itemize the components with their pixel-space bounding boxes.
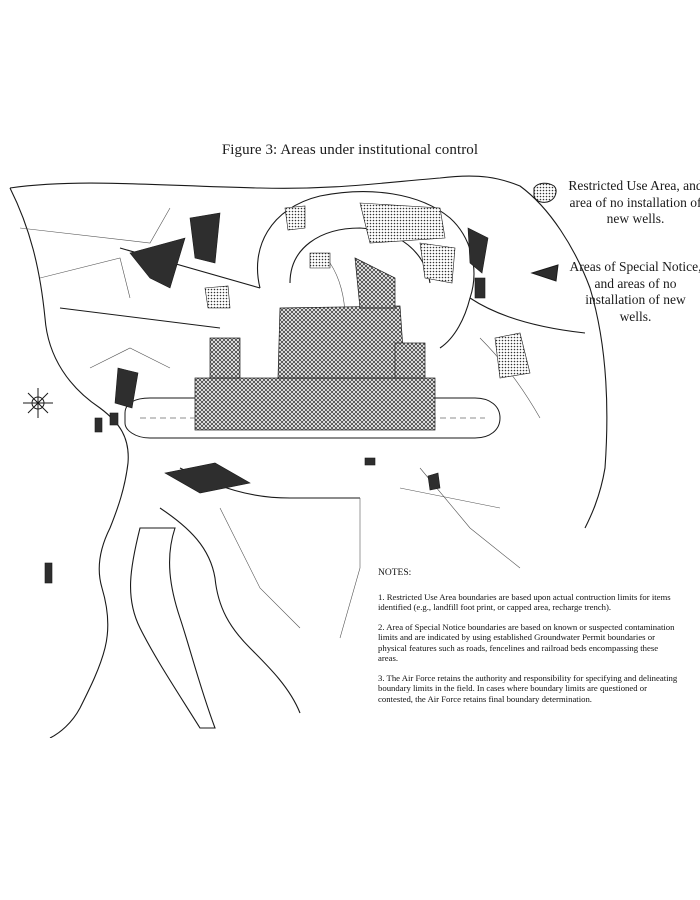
notes-heading: NOTES:: [378, 568, 412, 578]
western-coastline: [9, 187, 129, 738]
note-item-3: 3. The Air Force retains the authority a…: [378, 672, 678, 704]
notes-block: NOTES: 1. Restricted Use Area boundaries…: [378, 568, 678, 713]
secondary-shore: [159, 507, 301, 714]
site-map: [9, 175, 608, 738]
inner-ring-road: [256, 191, 475, 349]
northern-boundary-road: [9, 175, 608, 529]
note-item-1: 1. Restricted Use Area boundaries are ba…: [378, 591, 671, 613]
special-notice-areas: [44, 212, 489, 584]
figure-title: Figure 3: Areas under institutional cont…: [221, 142, 479, 158]
legend-text-special-notice: Areas of Special Notice, and areas of no…: [569, 259, 700, 324]
east-road: [469, 297, 586, 334]
building-clusters: [204, 202, 531, 379]
note-item-2: 2. Area of Special Notice boundaries are…: [378, 621, 675, 664]
dotted-hatch-shape-icon: [533, 182, 557, 203]
inner-arc: [289, 227, 431, 284]
compass-rose-icon: [23, 388, 53, 418]
peninsula-outline: [129, 527, 216, 729]
cross-road-2: [59, 307, 221, 329]
restricted-use-areas: [194, 257, 436, 431]
legend-text-restricted-use: Restricted Use Area, and area of no inst…: [568, 178, 700, 226]
dark-triangle-shape-icon: [530, 264, 559, 282]
